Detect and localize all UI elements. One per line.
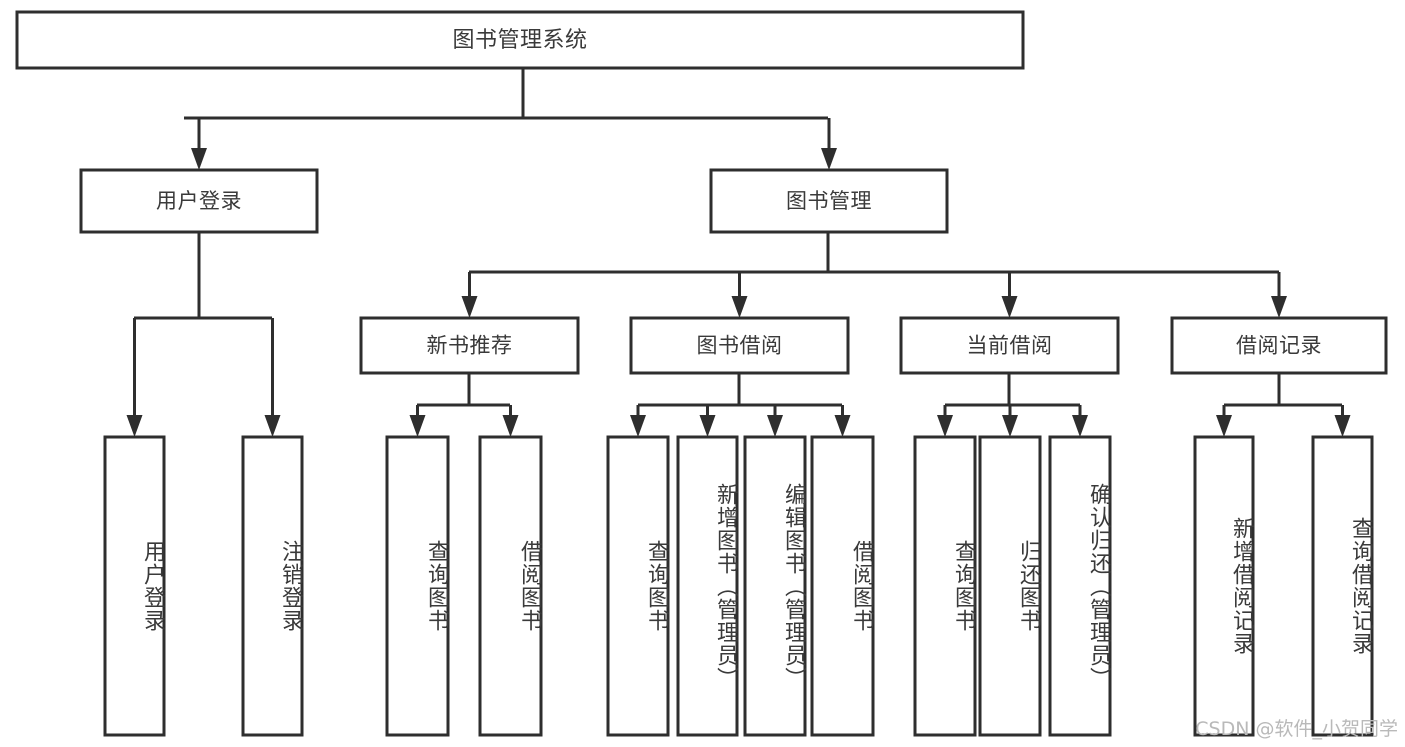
node-box-leaf-user-login[interactable] <box>103 435 166 737</box>
arrow-head <box>937 415 953 437</box>
node-box-leaf-new-borrow[interactable] <box>478 435 543 737</box>
node-box-leaf-current-return[interactable] <box>978 435 1042 737</box>
node-box-leaf-current-query[interactable] <box>913 435 977 737</box>
arrow-head <box>821 148 837 170</box>
arrow-head <box>461 296 478 318</box>
node-box-leaf-record-add[interactable] <box>1193 435 1255 737</box>
arrow-head <box>191 148 207 170</box>
arrow-head <box>409 415 426 437</box>
connector-layer <box>126 68 1351 437</box>
arrow-head <box>126 415 143 437</box>
arrow-head <box>502 415 519 437</box>
node-box-login[interactable] <box>79 168 319 234</box>
node-label-current: 当前借阅 <box>967 334 1053 358</box>
arrow-head <box>1001 296 1018 318</box>
node-box-root[interactable] <box>15 10 1025 70</box>
node-label-records: 借阅记录 <box>1236 334 1322 358</box>
arrow-head <box>767 415 783 437</box>
node-box-leaf-borrow-add[interactable] <box>676 435 739 737</box>
node-box-layer <box>15 10 1388 737</box>
csdn-watermark: CSDN @软件_小贺同学 <box>1195 718 1398 740</box>
arrow-head <box>1072 415 1088 437</box>
arrow-head <box>1002 415 1018 437</box>
arrow-head <box>1334 415 1351 437</box>
node-box-bookmgmt[interactable] <box>709 168 949 234</box>
arrow-head <box>731 296 748 318</box>
node-box-newbook[interactable] <box>359 316 580 375</box>
arrow-head <box>1271 296 1287 318</box>
node-box-leaf-borrow-query[interactable] <box>606 435 670 737</box>
node-box-leaf-current-confirm[interactable] <box>1048 435 1112 737</box>
arrow-head <box>699 415 716 437</box>
node-label-newbook: 新书推荐 <box>427 334 513 358</box>
arrow-head <box>1216 415 1232 437</box>
node-label-bookmgmt: 图书管理 <box>786 189 872 213</box>
node-label-root: 图书管理系统 <box>452 28 587 53</box>
node-label-login: 用户登录 <box>156 189 242 213</box>
node-box-borrow[interactable] <box>629 316 850 375</box>
node-label-borrow: 图书借阅 <box>697 334 783 358</box>
arrow-head <box>264 415 281 437</box>
node-box-leaf-user-logout[interactable] <box>241 435 304 737</box>
node-box-records[interactable] <box>1170 316 1388 375</box>
node-box-leaf-borrow-edit[interactable] <box>743 435 807 737</box>
node-box-leaf-borrow-lend[interactable] <box>810 435 875 737</box>
arrow-head <box>630 415 646 437</box>
node-box-current[interactable] <box>899 316 1120 375</box>
arrow-head <box>834 415 851 437</box>
node-box-leaf-record-query[interactable] <box>1311 435 1374 737</box>
node-box-leaf-new-query[interactable] <box>385 435 450 737</box>
